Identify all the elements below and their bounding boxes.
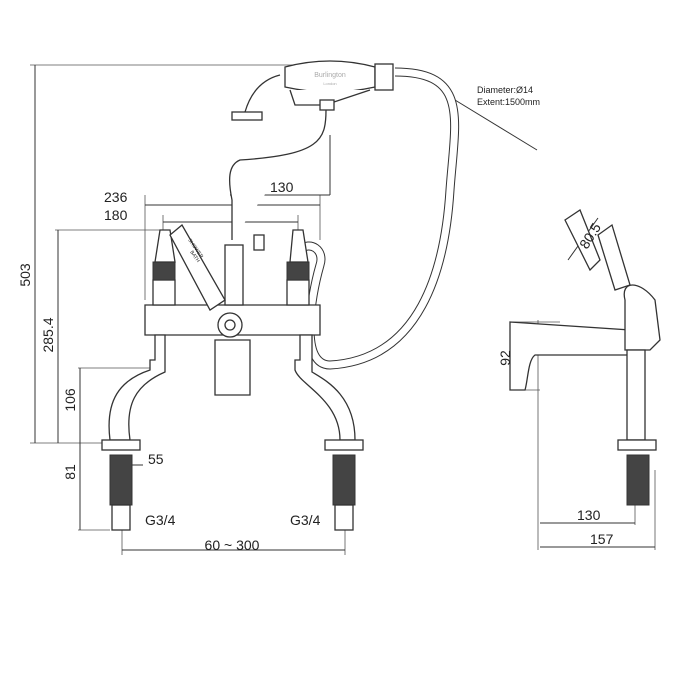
dim-tail-width: 55: [148, 451, 164, 467]
dim-width-inner: 180: [104, 207, 128, 223]
handset-brand-sub: London: [323, 81, 336, 86]
dim-cradle-offset: 130: [270, 179, 294, 195]
dim-width-outer: 236: [104, 189, 128, 205]
dim-thread-left: G3/4: [145, 512, 176, 528]
dim-side-depth: 157: [590, 531, 614, 547]
shower-handset: [228, 60, 394, 240]
side-view: [509, 209, 661, 506]
dim-side-height: 92: [497, 350, 513, 366]
diverter-lever: [169, 224, 226, 311]
shower-hose-inner: [297, 68, 459, 369]
dim-thread-right: G3/4: [290, 512, 321, 528]
dim-centres: 60 ~ 300: [205, 537, 260, 553]
dim-side-reach: 130: [577, 507, 601, 523]
dim-tail-height: 81: [62, 464, 78, 480]
tap-body: [101, 224, 364, 531]
hose-extent-note: Extent:1500mm: [477, 97, 540, 107]
dim-body-height: 285.4: [40, 317, 56, 352]
dim-total-height: 503: [17, 263, 33, 287]
dim-spout-height: 106: [62, 388, 78, 412]
hose-diameter-note: Diameter:Ø14: [477, 85, 533, 95]
handset-brand: Burlington: [314, 72, 346, 79]
